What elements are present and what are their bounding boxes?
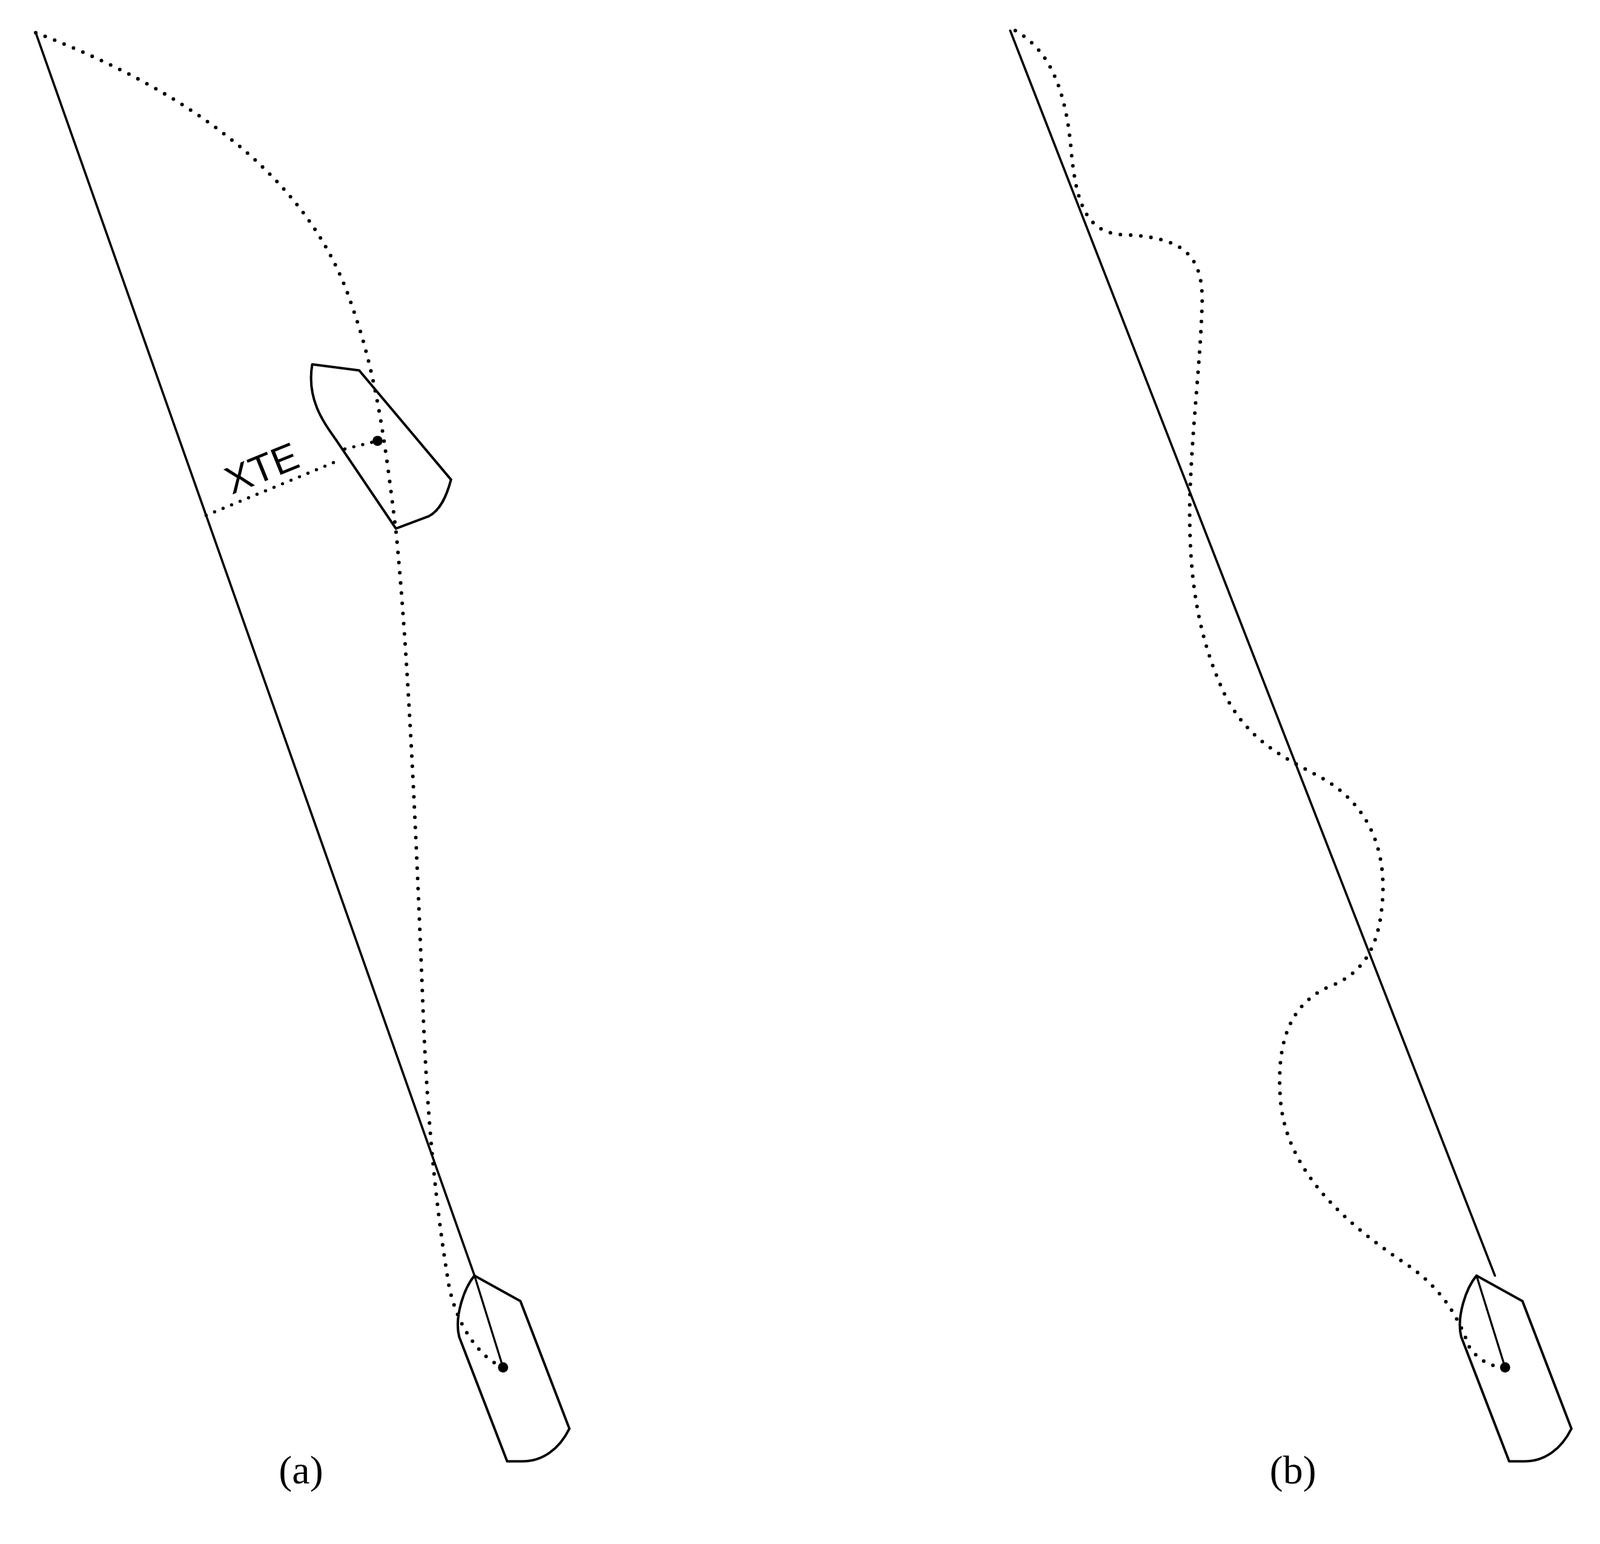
ship-center-dot — [372, 435, 383, 446]
ship-heading — [1476, 1275, 1505, 1368]
actual-track — [1015, 30, 1506, 1368]
ship-hull — [457, 1275, 570, 1462]
panel-label: (a) — [278, 1449, 323, 1490]
actual-track — [35, 32, 504, 1368]
ship-heading — [474, 1275, 504, 1368]
xte-label: XTE — [216, 434, 307, 503]
ship-center-dot — [1500, 1361, 1511, 1373]
planned-track — [1010, 30, 1495, 1276]
ship-hull — [311, 363, 452, 529]
planned-track — [35, 32, 475, 1276]
panel-label: (b) — [1269, 1449, 1317, 1490]
ship-hull — [1460, 1275, 1572, 1462]
ship-center-dot — [497, 1361, 509, 1373]
